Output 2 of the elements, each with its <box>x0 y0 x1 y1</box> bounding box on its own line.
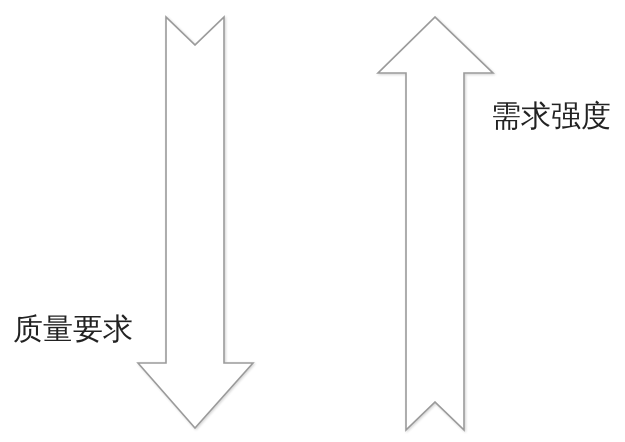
arrow-label: 质量要求 <box>13 314 133 346</box>
arrow-label: 需求强度 <box>491 101 611 133</box>
